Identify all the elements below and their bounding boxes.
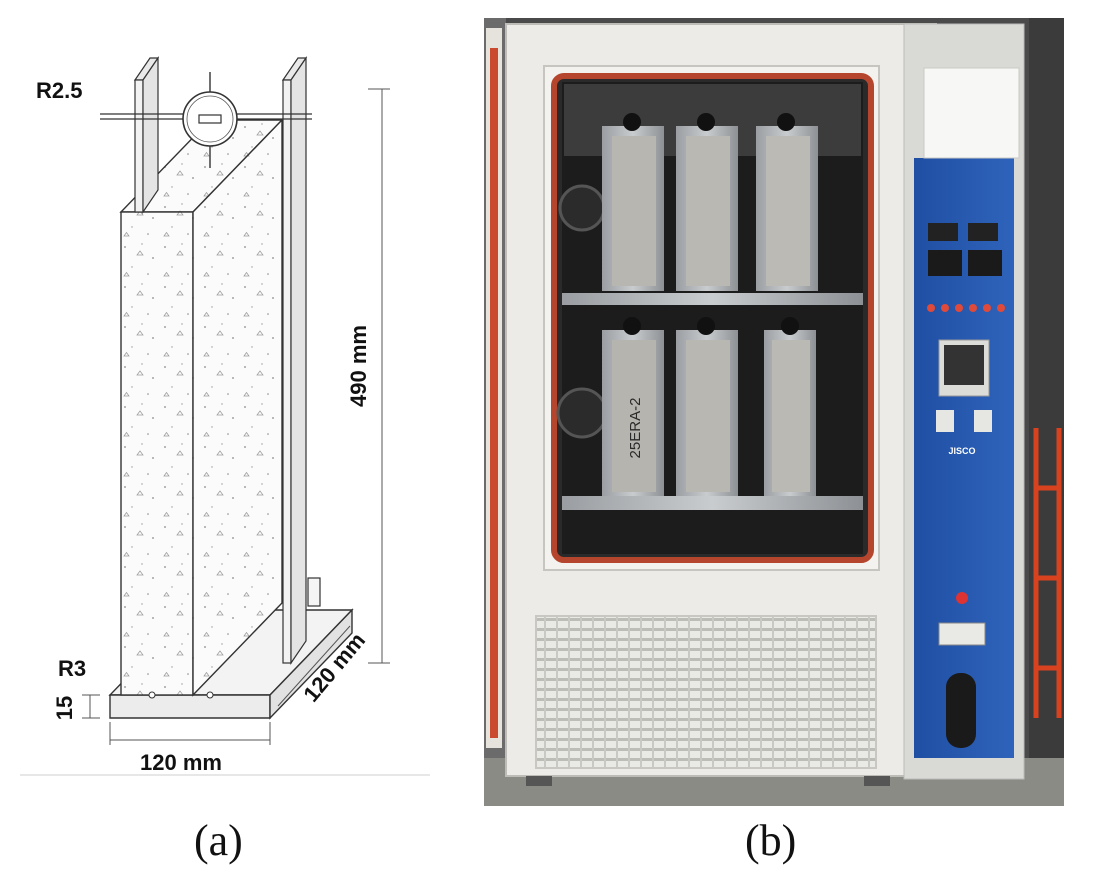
red-cart [1033,428,1062,718]
control-panel-blue [914,158,1014,758]
radius-top-label: R2.5 [36,78,82,103]
caster-left [526,776,552,786]
base-thickness-label: 15 [52,696,77,720]
display-2 [968,223,998,241]
dial-gauge [182,72,238,168]
base-contact-right [206,691,214,699]
shelf-upper [562,293,863,305]
right-post [281,56,308,665]
switch-plate-1 [936,410,954,432]
fan-lower [556,387,608,439]
chamber-photo: 25ERA-2 JISCO [484,18,1064,806]
shelf-lower [562,496,863,510]
caption-b: (b) [745,816,797,865]
display-1 [928,223,958,241]
radius-bottom-label: R3 [58,656,86,681]
paper-note [923,67,1020,159]
drain-window [946,673,976,748]
left-post [133,56,160,214]
vent-grille [535,615,877,769]
post-foot-block [307,577,321,607]
panel-brand: JISCO [948,446,975,456]
caption-a: (a) [194,816,243,865]
concrete-specimen [119,118,284,697]
specimen-drawing: 490 mm 120 mm 120 mm 15 R2.5 R3 [20,56,430,776]
base-thickness-dimension [82,694,100,719]
display-3 [928,250,962,276]
specimen-label: 25ERA-2 [627,398,644,459]
caster-right [864,776,890,786]
control-buttons [927,304,1005,312]
height-label: 490 mm [346,325,371,407]
fan-upper [558,184,606,232]
emergency-button [956,592,968,604]
width-dimension [109,722,271,745]
specimen-row-upper [602,113,818,291]
height-dimension [368,88,390,664]
width-label: 120 mm [140,750,222,775]
switch-plate-2 [974,410,992,432]
display-4 [968,250,1002,276]
card-slot [938,622,986,646]
base-contact-left [148,691,156,699]
depth-dimension [277,625,351,707]
specimen-row-lower [602,317,816,496]
